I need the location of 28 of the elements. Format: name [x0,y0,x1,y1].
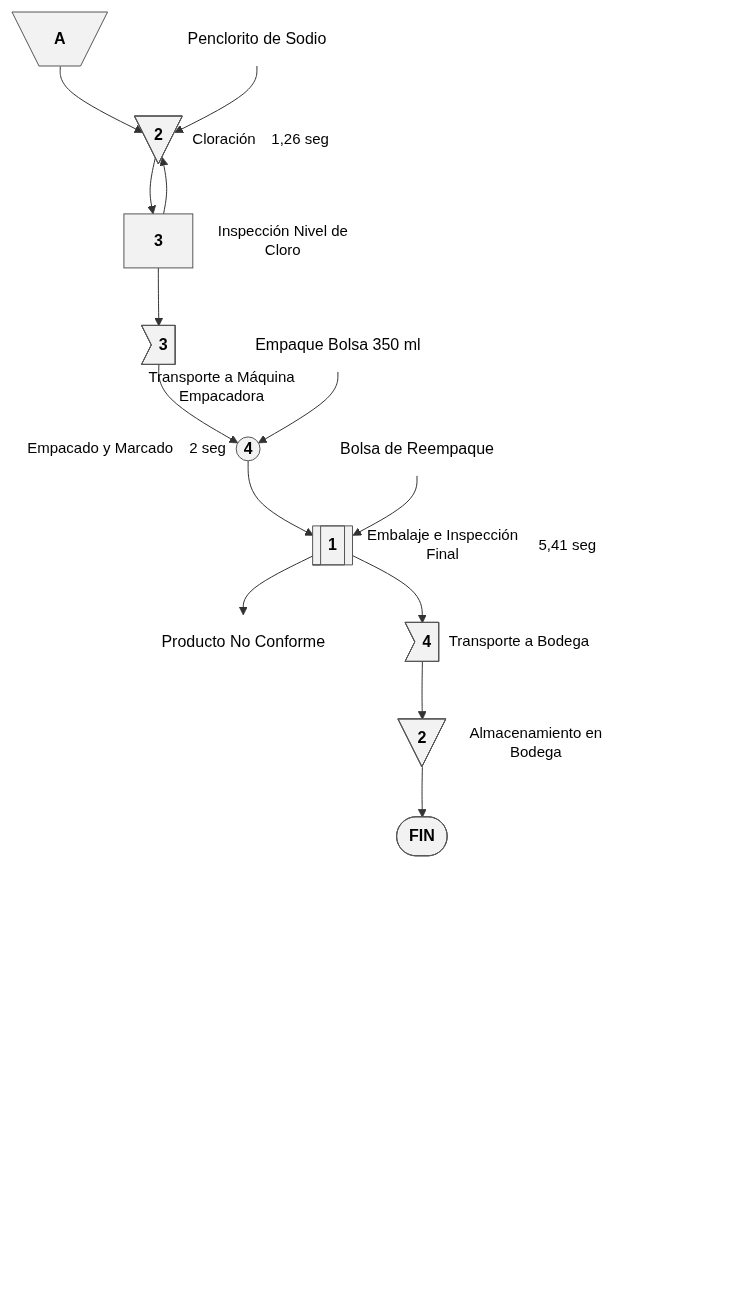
arrow [174,65,258,133]
step-description: Embalaje e Inspección Final [366,526,519,564]
arrow [238,555,314,616]
time-label: 5,41 seg [538,535,597,555]
arrow [258,371,339,444]
node-text: Bolsa de Reempaque [340,439,494,457]
node-text: Empaque Bolsa 350 ml [255,335,421,353]
node-text: Penclorito de Sodio [187,30,327,47]
step-description: Inspección Nivel de Cloro [216,221,349,260]
node-text: Producto No Conforme [161,632,326,650]
arrow [417,766,427,818]
time-label: 2 seg [189,439,226,459]
arrow [247,460,314,536]
node-box: 3 [123,213,194,269]
node-circle: 4 [235,436,261,462]
arrow [59,66,144,133]
arrow [417,661,427,720]
step-description: Almacenamiento en Bodega [468,723,604,762]
step-description: Transporte a Máquina Empacadora [147,368,296,406]
step-description: Cloración [192,130,256,150]
arrow [158,364,239,444]
time-label: 1,26 seg [271,130,329,150]
arrow [159,157,169,215]
step-description: Empacado y Marcado [27,439,174,459]
step-description: Transporte a Bodega [448,632,590,652]
arrow [352,555,427,624]
arrow [352,475,418,536]
arrow [154,267,164,327]
